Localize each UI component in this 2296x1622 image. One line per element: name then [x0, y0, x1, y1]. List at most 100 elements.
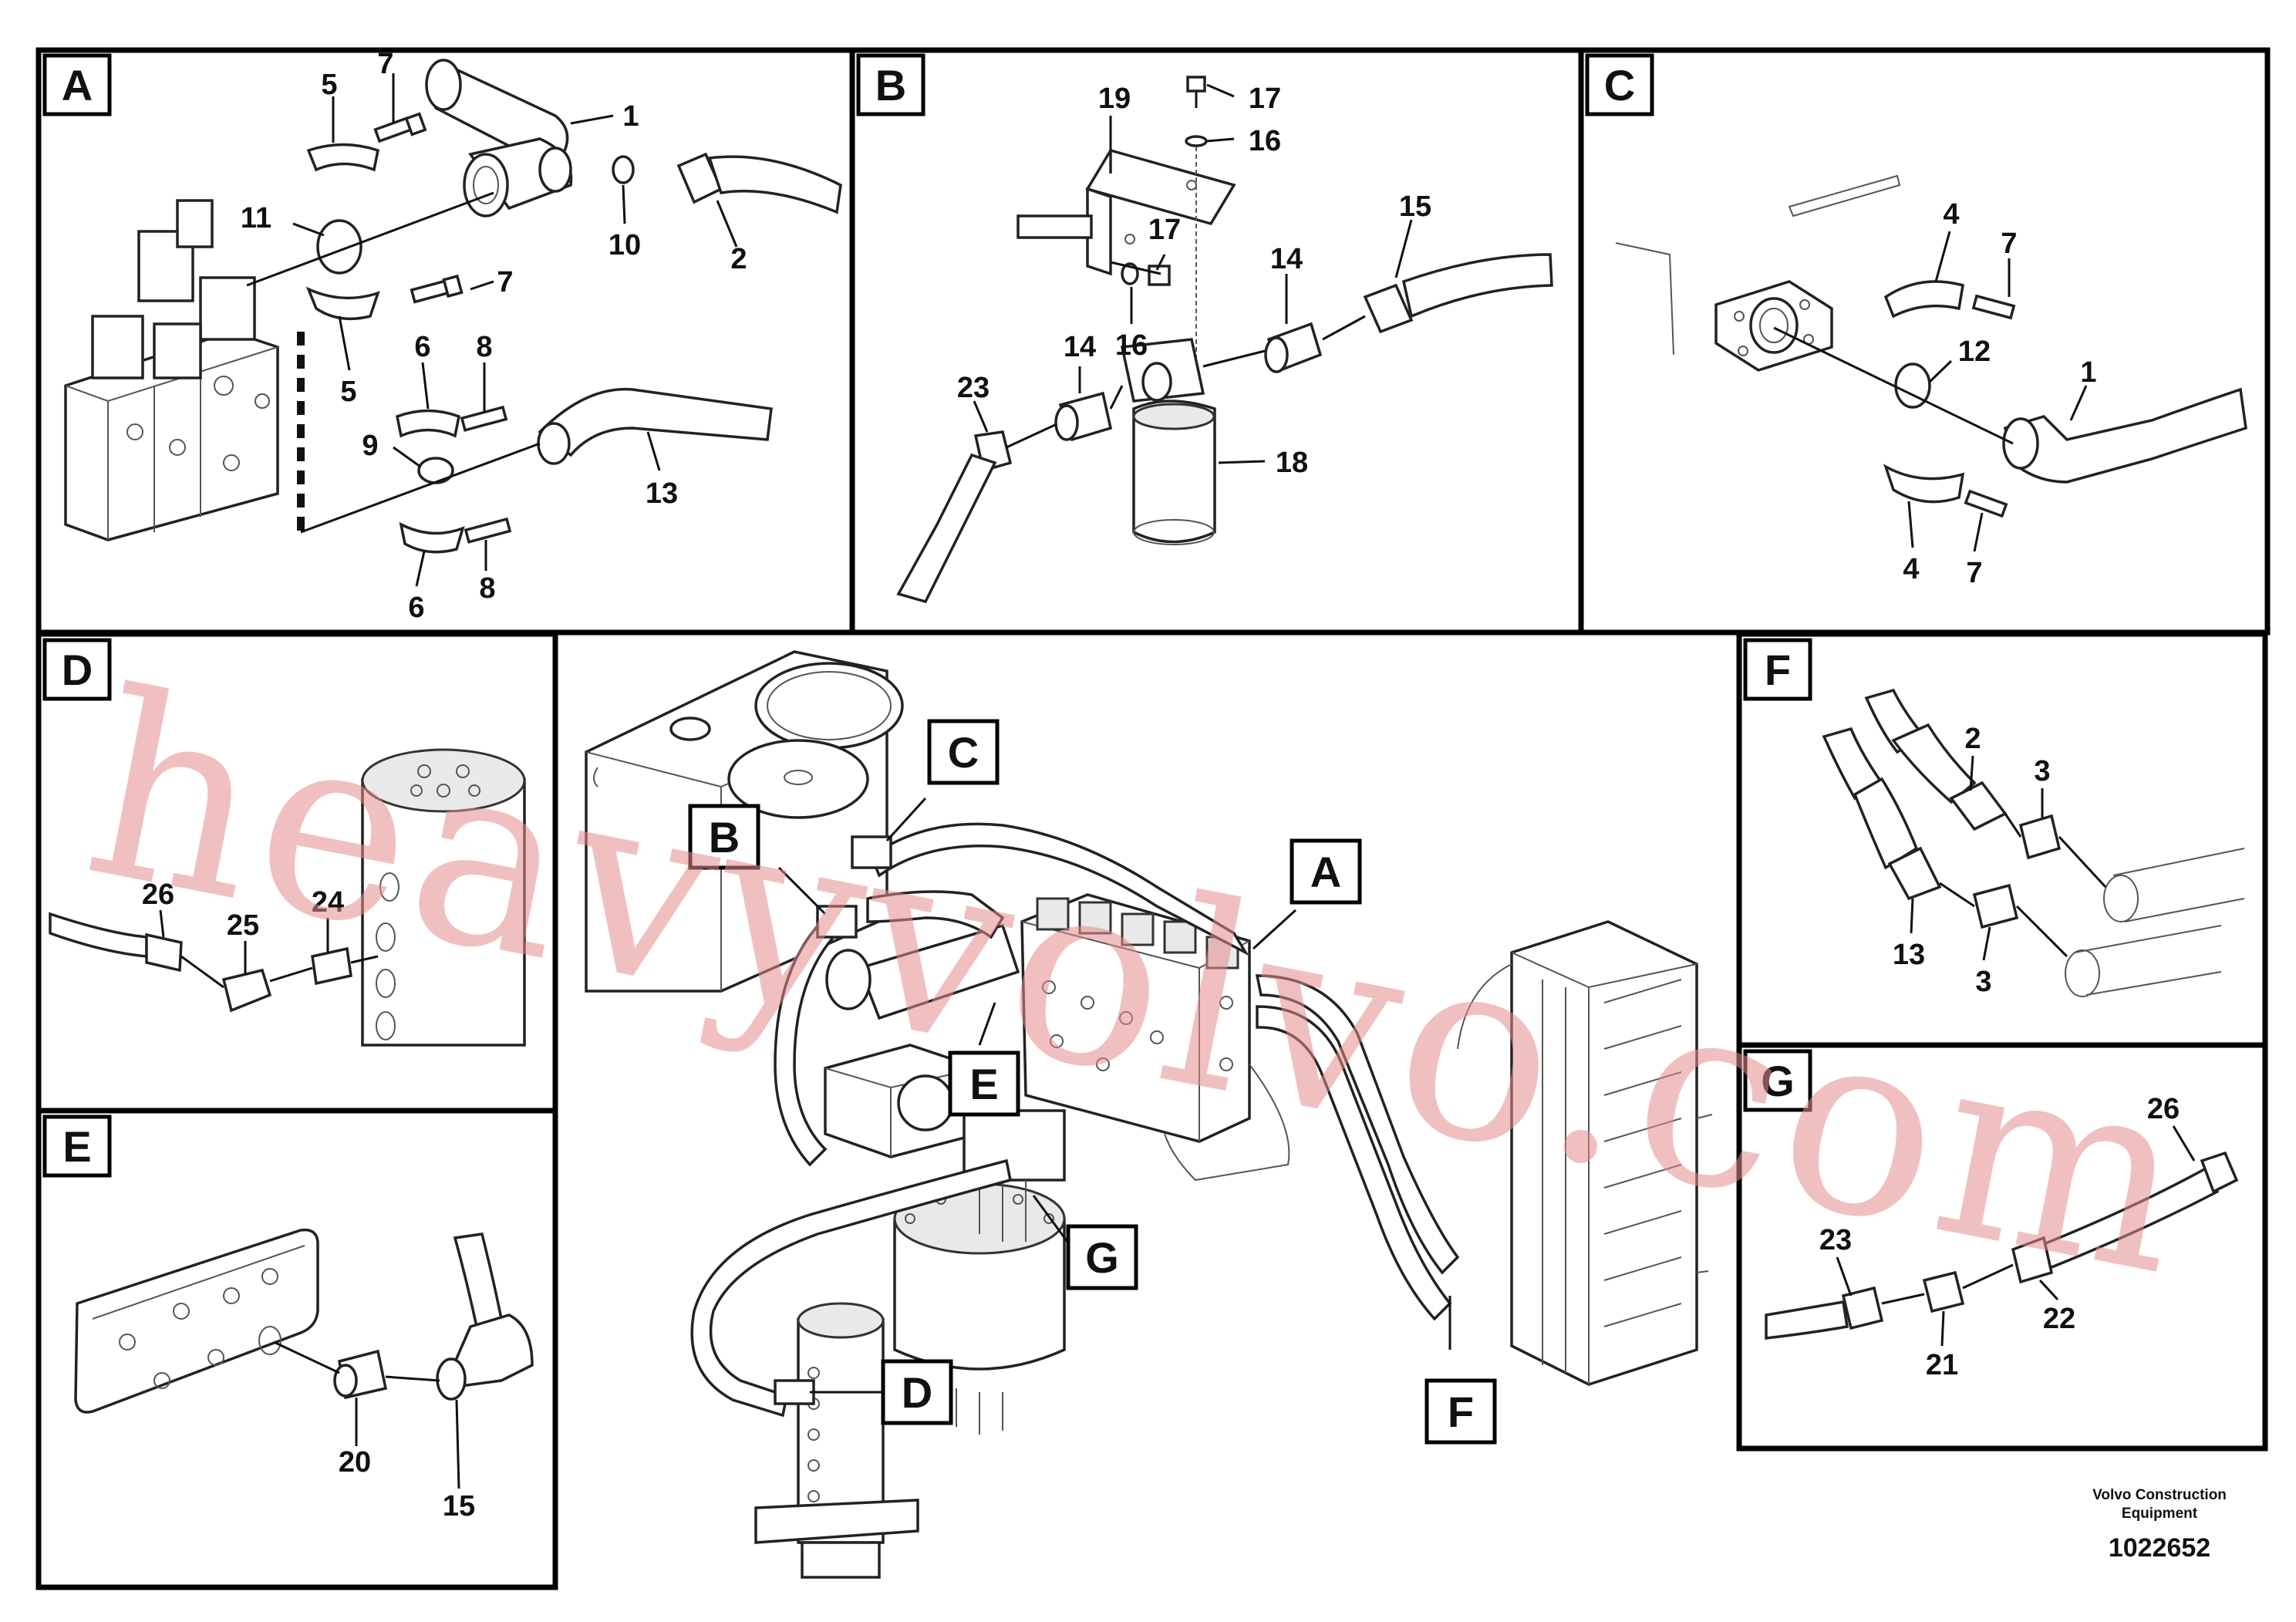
panel-e-tag-label: E [62, 1122, 91, 1171]
callout-14: 14 [1064, 331, 1096, 363]
overview-tag-d: D [881, 1359, 953, 1425]
panel-a-drawing [64, 59, 842, 587]
callout-11: 11 [241, 202, 271, 234]
callout-13: 13 [646, 477, 678, 510]
bolt-7-upper [373, 112, 427, 143]
overview-tag-e-label: E [969, 1060, 998, 1108]
callout-19: 19 [1098, 83, 1131, 115]
overview-tag-c: C [927, 719, 1000, 785]
callout-13: 13 [1893, 939, 1925, 971]
callout-25: 25 [227, 909, 259, 942]
panel-b-callouts: 19 17 16 17 16 15 14 14 23 18 [957, 83, 1431, 479]
overview-tag-g-label: G [1085, 1233, 1119, 1282]
panel-g-frame [1736, 1042, 2268, 1452]
callout-20: 20 [339, 1446, 371, 1479]
callout-5: 5 [340, 376, 356, 408]
panel-f-tag-label: F [1765, 646, 1791, 694]
callout-26: 26 [142, 878, 174, 911]
callout-5: 5 [321, 69, 337, 101]
overview-tag-c-label: C [948, 728, 979, 777]
panel-a-tag: A [42, 53, 112, 116]
callout-14: 14 [1270, 243, 1303, 275]
panel-c-drawing [1615, 174, 2247, 552]
callout-16: 16 [1115, 329, 1148, 362]
panel-b-tag-label: B [875, 61, 906, 110]
callout-7: 7 [377, 48, 393, 80]
callout-26: 26 [2147, 1093, 2180, 1125]
overview-tag-g: G [1066, 1224, 1138, 1290]
panel-d-tag: D [42, 638, 112, 701]
panel-d-drawing [49, 748, 526, 1047]
callout-16: 16 [1249, 125, 1281, 157]
callout-15: 15 [443, 1490, 475, 1523]
panel-c-frame [1578, 47, 2271, 636]
callout-3: 3 [1975, 966, 1991, 998]
callout-17: 17 [1148, 214, 1181, 246]
bolt-7-lower [410, 274, 464, 304]
panel-a-tag-label: A [62, 61, 93, 110]
callout-24: 24 [312, 886, 344, 919]
overview-tag-e: E [948, 1050, 1020, 1117]
panel-b-tag: B [856, 53, 925, 116]
panel-b-drawing [896, 76, 1553, 604]
swing-motor [824, 1044, 1066, 1435]
callout-17: 17 [1249, 83, 1281, 115]
overview-tag-b-label: B [709, 813, 740, 862]
brand-line-2: Equipment [2122, 1506, 2198, 1522]
panel-e-frame [35, 1108, 558, 1590]
brand-line-1: Volvo Construction [2092, 1487, 2227, 1503]
panel-g-tag-label: G [1761, 1057, 1795, 1105]
callout-7: 7 [1966, 557, 1982, 589]
panel-f-callouts: 2 3 13 3 [1893, 723, 2051, 998]
callout-8: 8 [479, 572, 495, 605]
overview-drawing [585, 650, 1713, 1579]
panel-b-frame [849, 47, 1584, 636]
panel-g-callouts: 26 23 21 22 [1819, 1093, 2180, 1381]
panel-f-drawing [1822, 688, 2245, 997]
callout-10: 10 [609, 229, 641, 261]
callout-2: 2 [730, 243, 747, 275]
panel-g-tag: G [1743, 1049, 1812, 1112]
callout-8: 8 [476, 331, 492, 363]
footer: Volvo Construction Equipment 1022652 [2092, 1487, 2227, 1563]
swivel-joint [754, 1302, 919, 1579]
overview-tag-a: A [1290, 838, 1362, 905]
panel-f-tag: F [1743, 638, 1812, 701]
callout-18: 18 [1276, 447, 1308, 479]
callout-6: 6 [408, 592, 424, 624]
callout-23: 23 [957, 372, 990, 404]
panel-d-callouts: 26 25 24 [142, 878, 344, 942]
callout-3: 3 [2034, 755, 2050, 787]
panel-d-tag-label: D [62, 646, 93, 694]
callout-2: 2 [1964, 723, 1981, 755]
panel-c-tag: C [1585, 53, 1654, 116]
drawing-number: 1022652 [2109, 1533, 2210, 1563]
panel-e-tag: E [42, 1114, 112, 1178]
callout-9: 9 [362, 430, 378, 462]
callout-4: 4 [1943, 198, 1959, 231]
callout-22: 22 [2043, 1303, 2075, 1335]
overview-tag-d-label: D [902, 1368, 932, 1417]
panel-g-drawing [1765, 1125, 2239, 1347]
panel-a-callouts: 7 5 1 11 10 2 7 5 6 8 9 13 6 8 [241, 48, 747, 624]
callout-23: 23 [1819, 1224, 1852, 1256]
callout-15: 15 [1399, 191, 1431, 223]
callout-1: 1 [622, 100, 639, 133]
panel-e-drawing [74, 1228, 534, 1489]
cooler [1457, 920, 1713, 1386]
overview-tag-f: F [1424, 1378, 1497, 1445]
callout-1: 1 [2080, 356, 2096, 389]
panel-c-callouts: 4 7 12 1 4 7 [1903, 198, 2096, 589]
callout-4: 4 [1903, 553, 1919, 585]
overview-tag-b: B [688, 804, 760, 870]
overview-tag-f-label: F [1448, 1388, 1474, 1436]
callout-7: 7 [2001, 228, 2017, 260]
panel-e-callouts: 20 15 [339, 1446, 475, 1523]
callout-7: 7 [497, 266, 513, 298]
overview-tag-a-label: A [1310, 848, 1341, 896]
callout-21: 21 [1926, 1349, 1958, 1381]
panel-c-tag-label: C [1604, 61, 1635, 110]
control-valve-block [64, 199, 279, 541]
callout-12: 12 [1958, 336, 1991, 368]
